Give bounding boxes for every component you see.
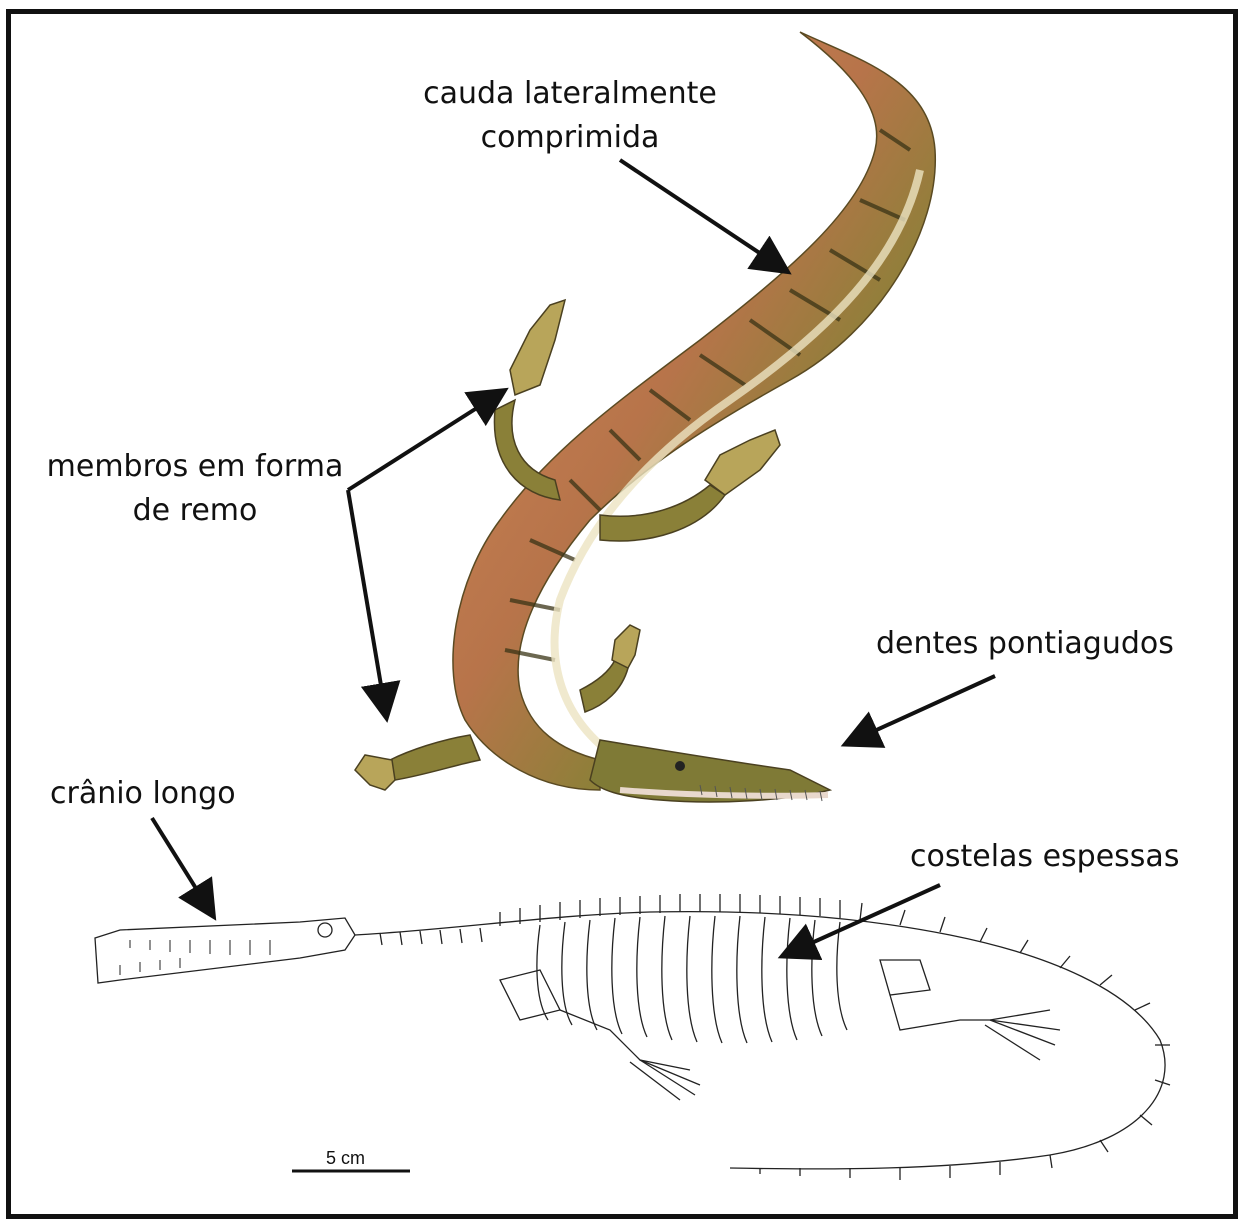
skull-arrow (152, 818, 212, 914)
rear-left-flipper (390, 735, 480, 780)
tail-label: cauda lateralmente comprimida (410, 72, 730, 160)
limbs-label-line1: membros em forma (35, 445, 355, 489)
shoulder-girdle (500, 970, 560, 1020)
tail-label-line2: comprimida (410, 116, 730, 160)
limbs-label: membros em forma de remo (35, 445, 355, 533)
front-left-flipper (494, 400, 560, 500)
scale-bar-label: 5 cm (326, 1148, 365, 1169)
teeth-label: dentes pontiagudos (876, 622, 1174, 666)
limb-arrow-upper (348, 392, 502, 490)
skull (95, 918, 355, 983)
limbs-label-line2: de remo (35, 489, 355, 533)
pelvis (880, 960, 930, 995)
skeleton-drawing (95, 894, 1170, 1180)
ribs-label: costelas espessas (910, 835, 1179, 879)
skull-label: crânio longo (50, 772, 236, 816)
rear-right-flipper (580, 660, 628, 712)
ribs-arrow (785, 885, 940, 955)
tail-label-line1: cauda lateralmente (410, 72, 730, 116)
teeth-arrow (848, 676, 995, 743)
vertebrae (380, 894, 1170, 1180)
ribs (537, 916, 847, 1043)
tail-arrow (620, 160, 785, 270)
